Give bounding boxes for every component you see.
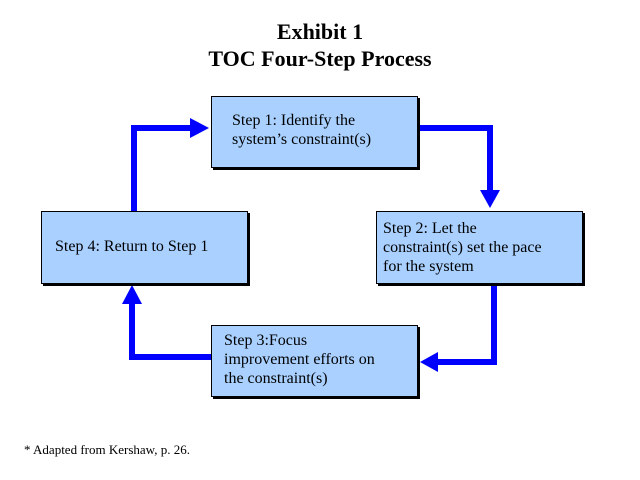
step-2-box: Step 2: Let the constraint(s) set the pa… [376, 211, 583, 284]
arrow-step4-to-step1 [131, 118, 209, 211]
process-title: TOC Four-Step Process [208, 46, 432, 71]
arrow-step1-to-step2 [418, 125, 500, 208]
step-1-box: Step 1: Identify the system’s constraint… [211, 96, 418, 168]
arrow-step2-to-step3 [420, 286, 497, 372]
step-3-box: Step 3:Focus improvement efforts on the … [211, 325, 418, 397]
arrow-step3-to-step4 [122, 285, 211, 360]
source-footnote: * Adapted from Kershaw, p. 26. [24, 442, 190, 457]
exhibit-title: Exhibit 1 [276, 19, 364, 44]
step-4-box: Step 4: Return to Step 1 [41, 211, 248, 284]
